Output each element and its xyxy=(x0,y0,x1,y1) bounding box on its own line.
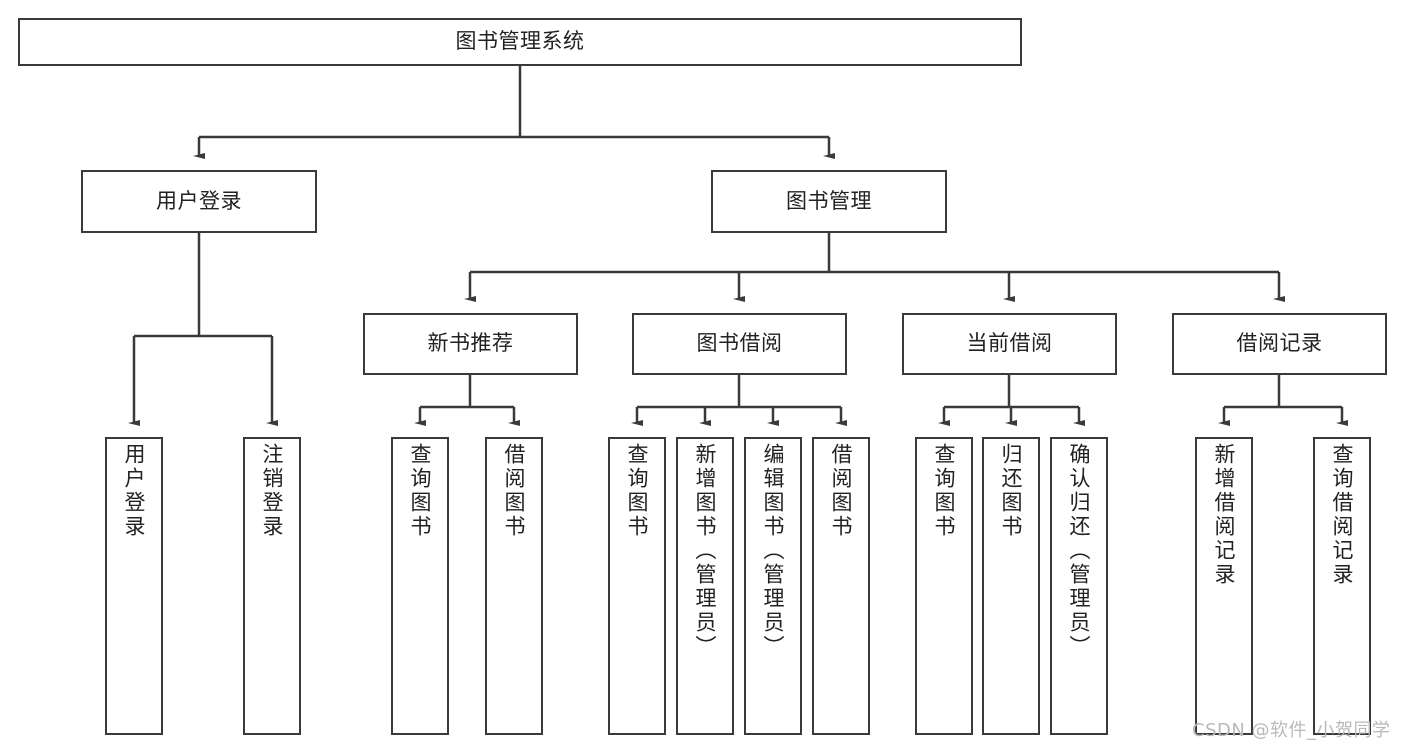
node-leaf-borrow-book-1[interactable]: 借阅图书 xyxy=(485,437,543,735)
node-leaf-borrow-book-2[interactable]: 借阅图书 xyxy=(812,437,870,735)
node-label: 新增图书（管理员） xyxy=(693,443,718,659)
node-leaf-logout[interactable]: 注销登录 xyxy=(243,437,301,735)
node-label: 当前借阅 xyxy=(966,331,1053,356)
node-leaf-query-record[interactable]: 查询借阅记录 xyxy=(1313,437,1371,735)
node-new-book-recommend[interactable]: 新书推荐 xyxy=(363,313,578,375)
node-leaf-user-login[interactable]: 用户登录 xyxy=(105,437,163,735)
node-label: 借阅图书 xyxy=(829,443,854,539)
node-label: 借阅记录 xyxy=(1236,331,1323,356)
node-leaf-query-book-1[interactable]: 查询图书 xyxy=(391,437,449,735)
node-label: 图书管理系统 xyxy=(455,29,585,54)
node-current-borrow[interactable]: 当前借阅 xyxy=(902,313,1117,375)
node-label: 确认归还（管理员） xyxy=(1067,443,1092,659)
node-label: 归还图书 xyxy=(999,443,1024,539)
node-book-borrow[interactable]: 图书借阅 xyxy=(632,313,847,375)
node-leaf-return-book[interactable]: 归还图书 xyxy=(982,437,1040,735)
node-label: 查询图书 xyxy=(408,443,433,539)
node-label: 借阅图书 xyxy=(502,443,527,539)
node-borrow-record[interactable]: 借阅记录 xyxy=(1172,313,1387,375)
node-leaf-query-book-3[interactable]: 查询图书 xyxy=(915,437,973,735)
watermark-text: CSDN @软件_小贺同学 xyxy=(1192,720,1391,741)
node-leaf-add-record[interactable]: 新增借阅记录 xyxy=(1195,437,1253,735)
node-label: 查询图书 xyxy=(932,443,957,539)
node-user-login[interactable]: 用户登录 xyxy=(81,170,317,233)
node-label: 注销登录 xyxy=(260,443,285,539)
node-label: 图书管理 xyxy=(786,188,872,213)
node-leaf-add-book[interactable]: 新增图书（管理员） xyxy=(676,437,734,735)
node-label: 用户登录 xyxy=(122,443,147,539)
node-leaf-confirm-return[interactable]: 确认归还（管理员） xyxy=(1050,437,1108,735)
node-label: 查询借阅记录 xyxy=(1330,443,1355,587)
node-label: 新增借阅记录 xyxy=(1212,443,1237,587)
connector-lines xyxy=(128,66,1348,426)
node-root-system[interactable]: 图书管理系统 xyxy=(18,18,1022,66)
node-label: 图书借阅 xyxy=(696,331,783,356)
node-label: 用户登录 xyxy=(156,188,242,213)
node-label: 新书推荐 xyxy=(427,331,514,356)
node-leaf-edit-book[interactable]: 编辑图书（管理员） xyxy=(744,437,802,735)
node-leaf-query-book-2[interactable]: 查询图书 xyxy=(608,437,666,735)
node-label: 查询图书 xyxy=(625,443,650,539)
node-label: 编辑图书（管理员） xyxy=(761,443,786,659)
node-book-management[interactable]: 图书管理 xyxy=(711,170,947,233)
